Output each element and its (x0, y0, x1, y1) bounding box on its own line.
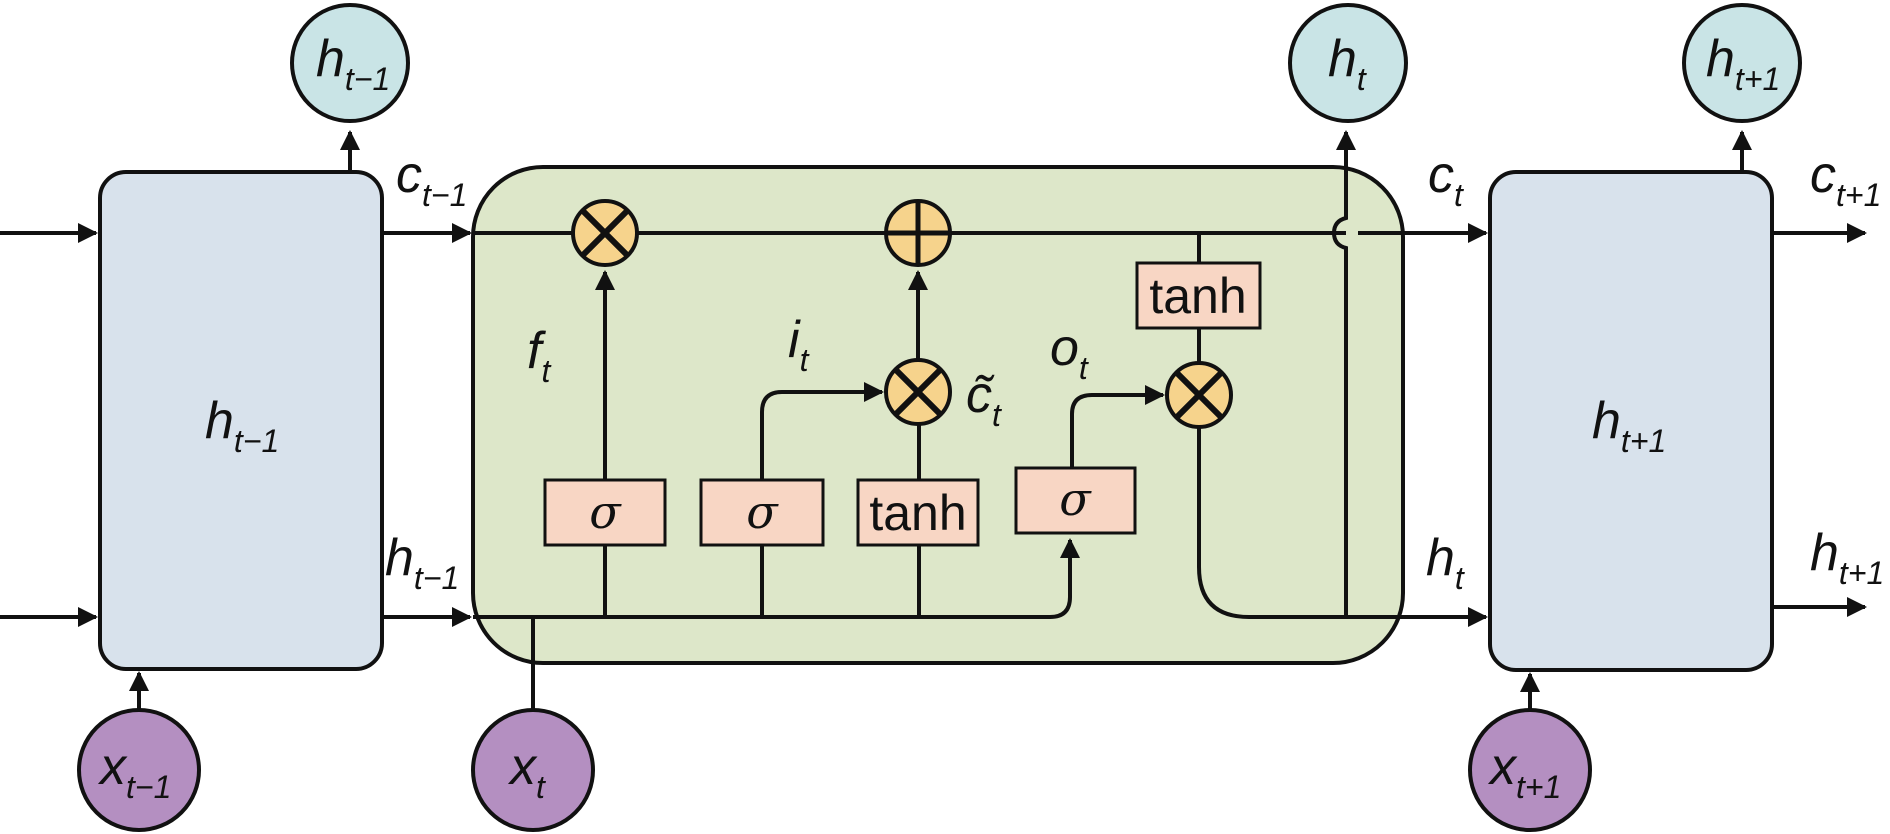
next-cell-label: ht+1 (1592, 392, 1666, 459)
svg-text:ht+1: ht+1 (1706, 30, 1780, 97)
cell-tanh-label: tanh (1149, 268, 1246, 324)
output-multiply-op (1165, 361, 1233, 429)
forget-gate-label: σ (589, 485, 622, 539)
output-gate-edge-label: ot (1050, 319, 1089, 386)
output-node-prev: ht−1 (290, 3, 410, 123)
cell-tanh: tanh (1135, 261, 1262, 330)
input-node-current: xt (471, 708, 595, 832)
output-node-next: ht+1 (1682, 3, 1802, 123)
h-next-label: ht+1 (1810, 524, 1884, 591)
multiply-icon (892, 366, 944, 418)
input-gate-edge-label: it (788, 311, 810, 378)
next-cell-box (1488, 170, 1774, 672)
svg-text:ht−1: ht−1 (316, 30, 390, 97)
output-gate-to-mult (1070, 385, 1165, 468)
output-gate-route (1049, 538, 1080, 619)
svg-text:ht: ht (1328, 30, 1367, 97)
multiply-icon (579, 207, 631, 259)
candidate-gate-label: tanh (869, 485, 966, 541)
previous-cell-label: ht−1 (205, 392, 279, 459)
input-gate: σ (699, 478, 825, 547)
output-gate-label: σ (1059, 472, 1092, 526)
input-multiply-op (884, 358, 952, 426)
cell-add-op (884, 199, 952, 267)
input-gate-label: σ (746, 485, 779, 539)
output-node-current: ht (1288, 3, 1408, 123)
forget-gate-edge-label: ft (527, 322, 551, 389)
c-prev-label: ct−1 (396, 146, 467, 213)
candidate-edge-label: c̃t (966, 366, 1002, 433)
ht-output-path (1197, 427, 1488, 627)
c-next-label: ct+1 (1810, 146, 1881, 213)
plus-icon (886, 201, 950, 265)
forget-multiply-op (571, 199, 639, 267)
h-cur-label: ht (1426, 529, 1465, 596)
h-prev-label: ht−1 (385, 529, 459, 596)
input-node-prev: xt−1 (77, 708, 201, 832)
svg-text:xt+1: xt+1 (1487, 738, 1561, 805)
c-cur-label: ct (1428, 146, 1464, 213)
input-node-next: xt+1 (1468, 708, 1592, 832)
forget-gate: σ (543, 478, 667, 547)
previous-cell-box (98, 170, 384, 671)
candidate-gate: tanh (856, 478, 980, 547)
svg-text:xt−1: xt−1 (97, 738, 171, 805)
svg-text:xt: xt (507, 738, 546, 805)
output-gate: σ (1014, 466, 1137, 535)
input-gate-route (760, 382, 884, 480)
multiply-icon (1173, 369, 1225, 421)
ht-up-path (1331, 130, 1356, 617)
